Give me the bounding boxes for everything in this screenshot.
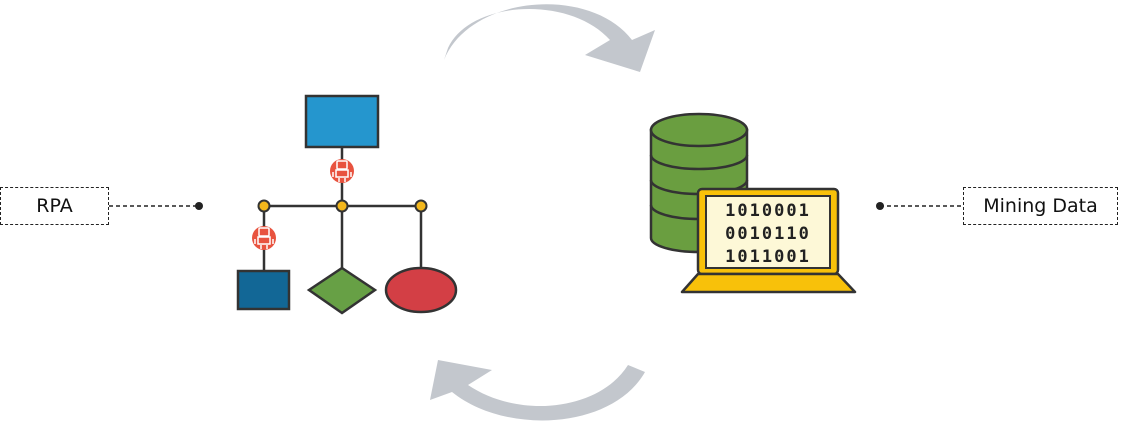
robot-icon	[252, 226, 276, 250]
binary-row: 0010110	[725, 224, 811, 244]
mining-data-label: Mining Data	[963, 187, 1118, 225]
flow-box-bottom	[236, 269, 291, 311]
binary-row: 1010001	[725, 201, 811, 221]
flow-ellipse	[384, 266, 458, 314]
flowchart-icon	[236, 94, 458, 315]
flow-box-top	[304, 94, 380, 149]
laptop-icon: 1010001 0010110 1011001	[680, 187, 857, 294]
flow-node	[335, 199, 349, 213]
flow-node	[414, 199, 428, 213]
flow-node	[257, 199, 271, 213]
binary-row: 1011001	[725, 247, 811, 267]
cycle-arrow-bottom-icon	[430, 360, 645, 421]
right-connector-dot	[876, 202, 884, 210]
robot-icon	[330, 159, 354, 183]
flow-diamond	[306, 266, 378, 315]
rpa-label: RPA	[0, 187, 109, 225]
cycle-arrow-top-icon	[444, 4, 655, 72]
left-connector-dot	[195, 202, 203, 210]
